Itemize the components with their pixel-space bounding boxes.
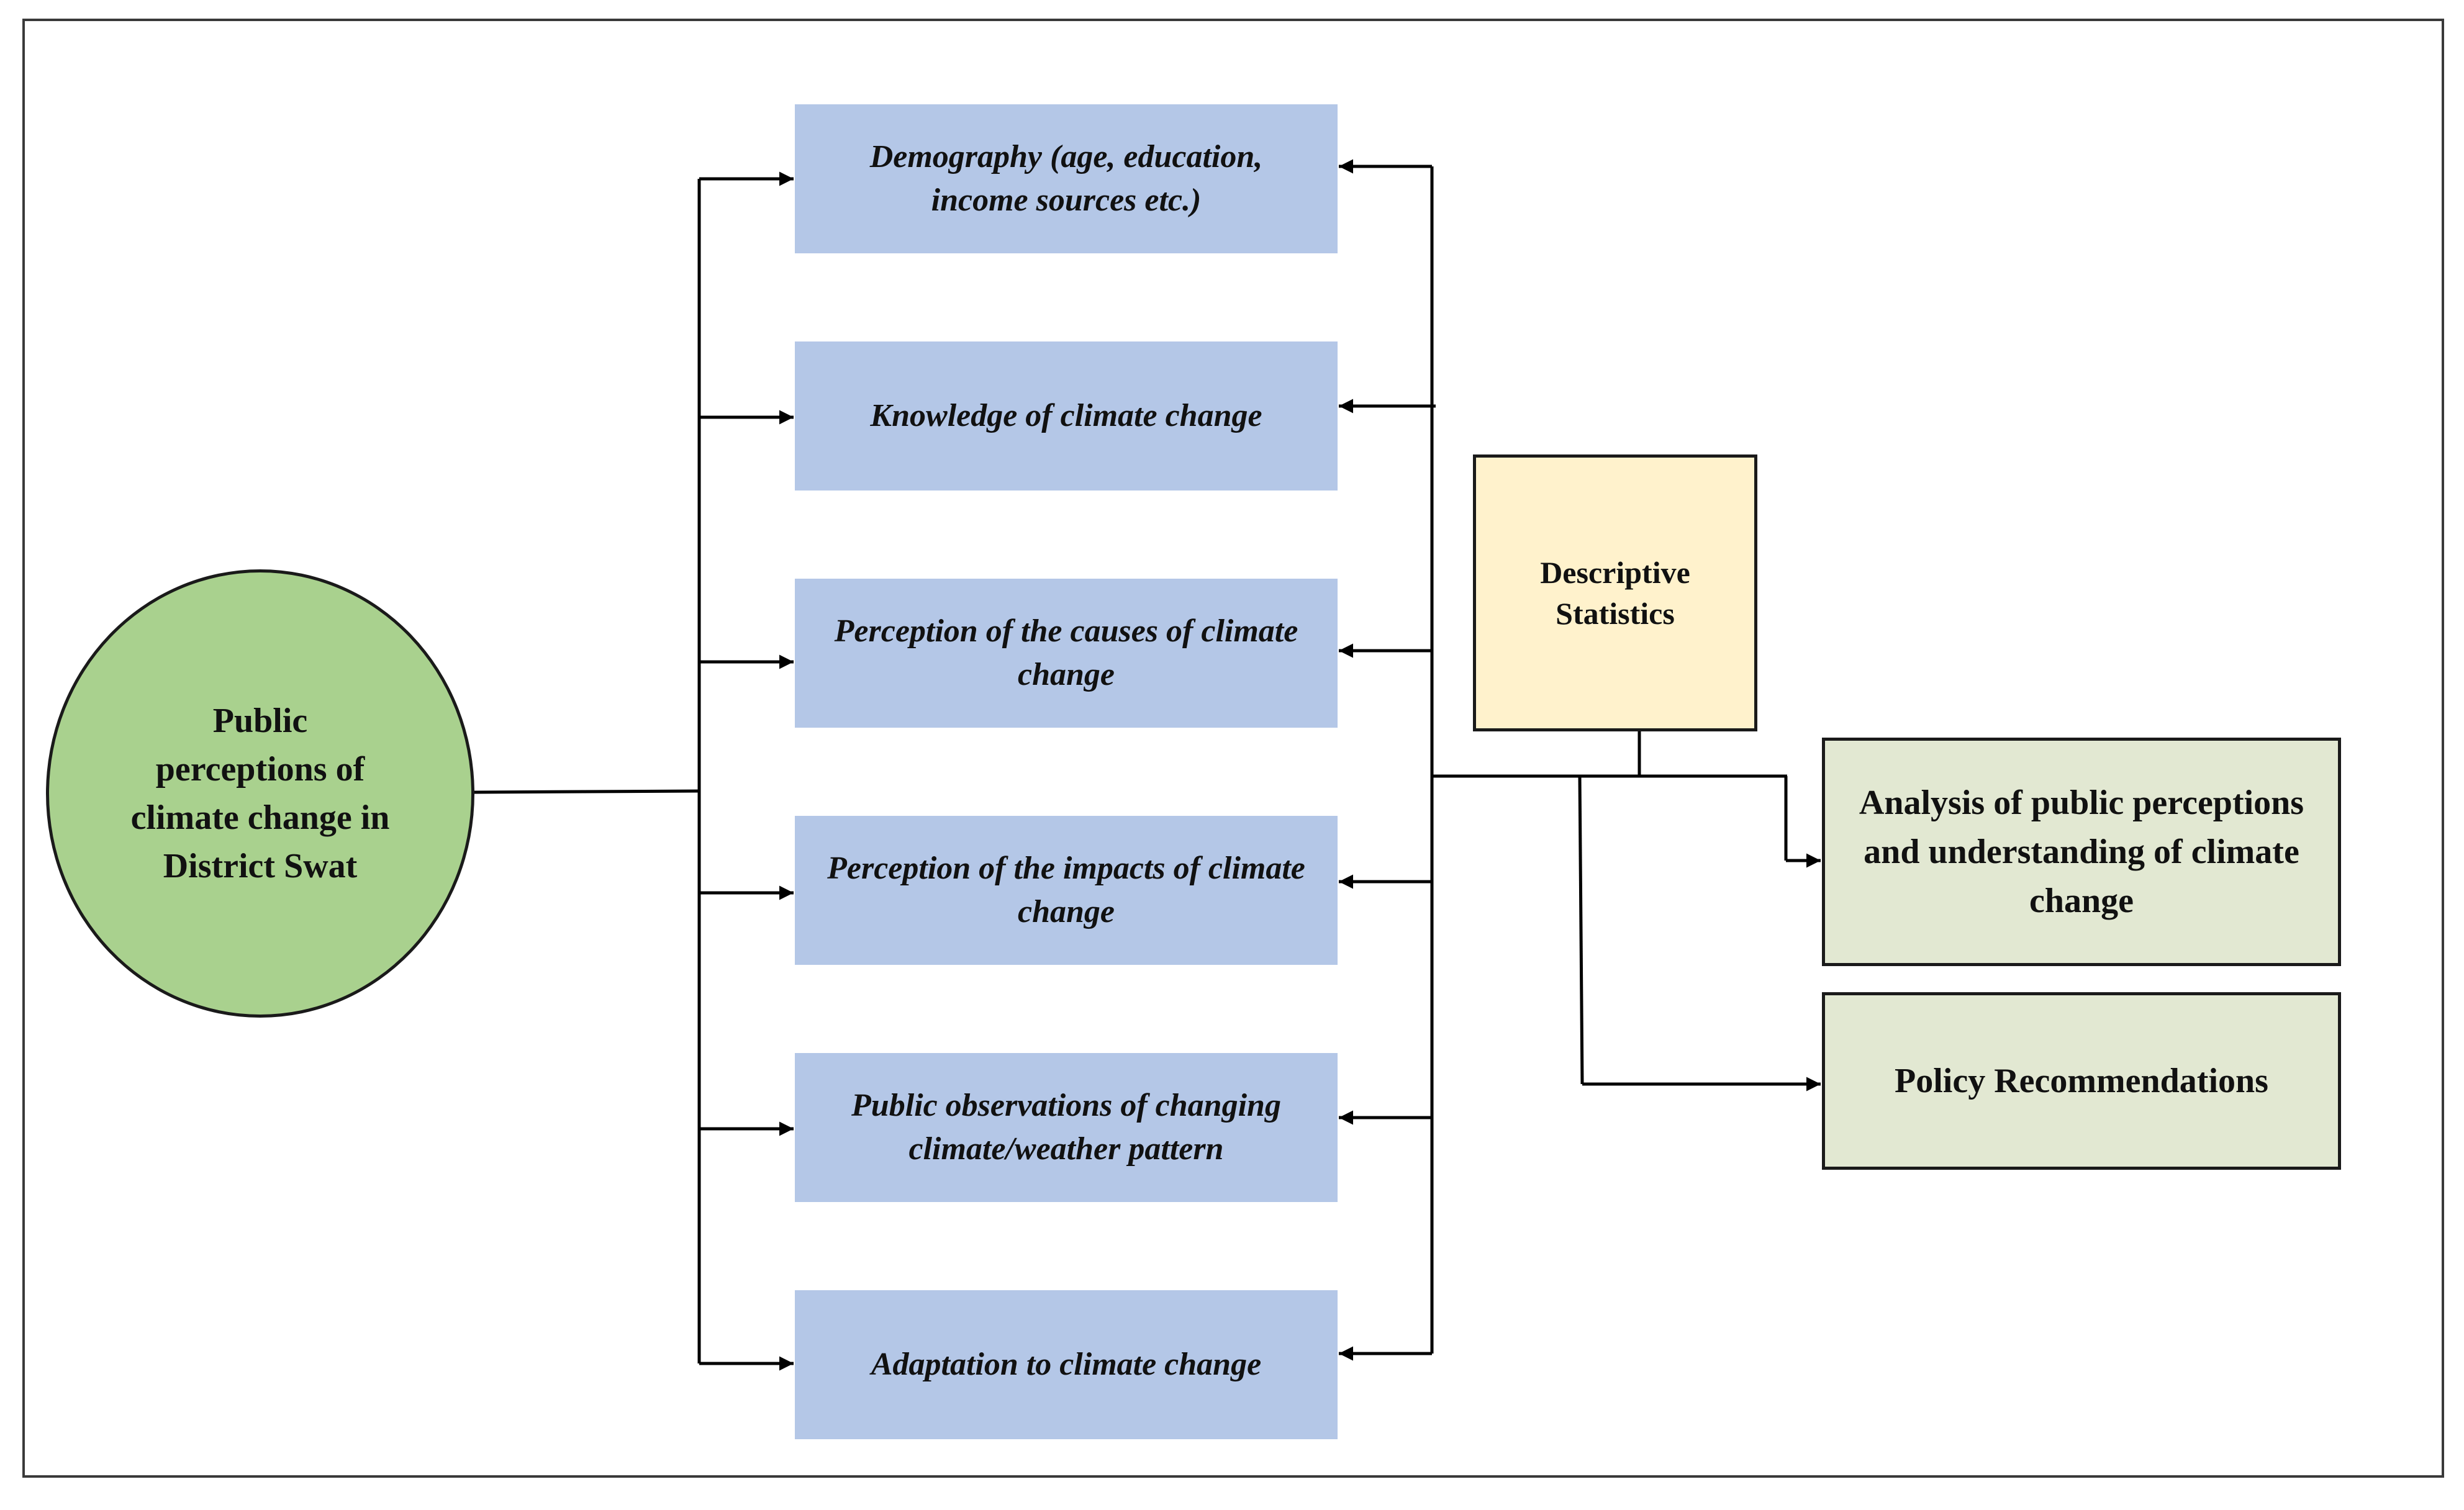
factor-label-impacts: Perception of the impacts of climate cha… (827, 851, 1305, 929)
factor-label-adaptation: Adaptation to climate change (871, 1347, 1262, 1382)
factor-label-causes: Perception of the causes of climate chan… (834, 613, 1298, 692)
descriptive-statistics-label: Descriptive Statistics (1540, 555, 1690, 631)
analysis-outcome-label: Analysis of public perceptions and under… (1859, 783, 2304, 920)
policy-outcome-label: Policy Recommendations (1895, 1061, 2268, 1100)
factor-label-knowledge: Knowledge of climate change (870, 398, 1262, 433)
factor-box-knowledge: Knowledge of climate change (795, 341, 1338, 491)
factor-box-causes: Perception of the causes of climate chan… (795, 579, 1338, 728)
analysis-outcome-box: Analysis of public perceptions and under… (1822, 738, 2341, 966)
factor-label-demography: Demography (age, education, income sourc… (869, 139, 1263, 218)
circle-connector-line (474, 789, 700, 794)
descriptive-statistics-box: Descriptive Statistics (1473, 454, 1757, 731)
central-topic-label: Public perceptions of climate change in … (130, 702, 390, 885)
factor-label-observations: Public observations of changing climate/… (851, 1088, 1281, 1167)
factor-box-demography: Demography (age, education, income sourc… (795, 104, 1338, 253)
factor-box-impacts: Perception of the impacts of climate cha… (795, 816, 1338, 965)
central-topic-circle: Public perceptions of climate change in … (46, 569, 474, 1018)
factor-box-observations: Public observations of changing climate/… (795, 1053, 1338, 1202)
policy-down-line (1578, 775, 1584, 1085)
policy-outcome-box: Policy Recommendations (1822, 992, 2341, 1170)
diagram-border (22, 19, 2444, 1478)
factor-box-adaptation: Adaptation to climate change (795, 1290, 1338, 1439)
